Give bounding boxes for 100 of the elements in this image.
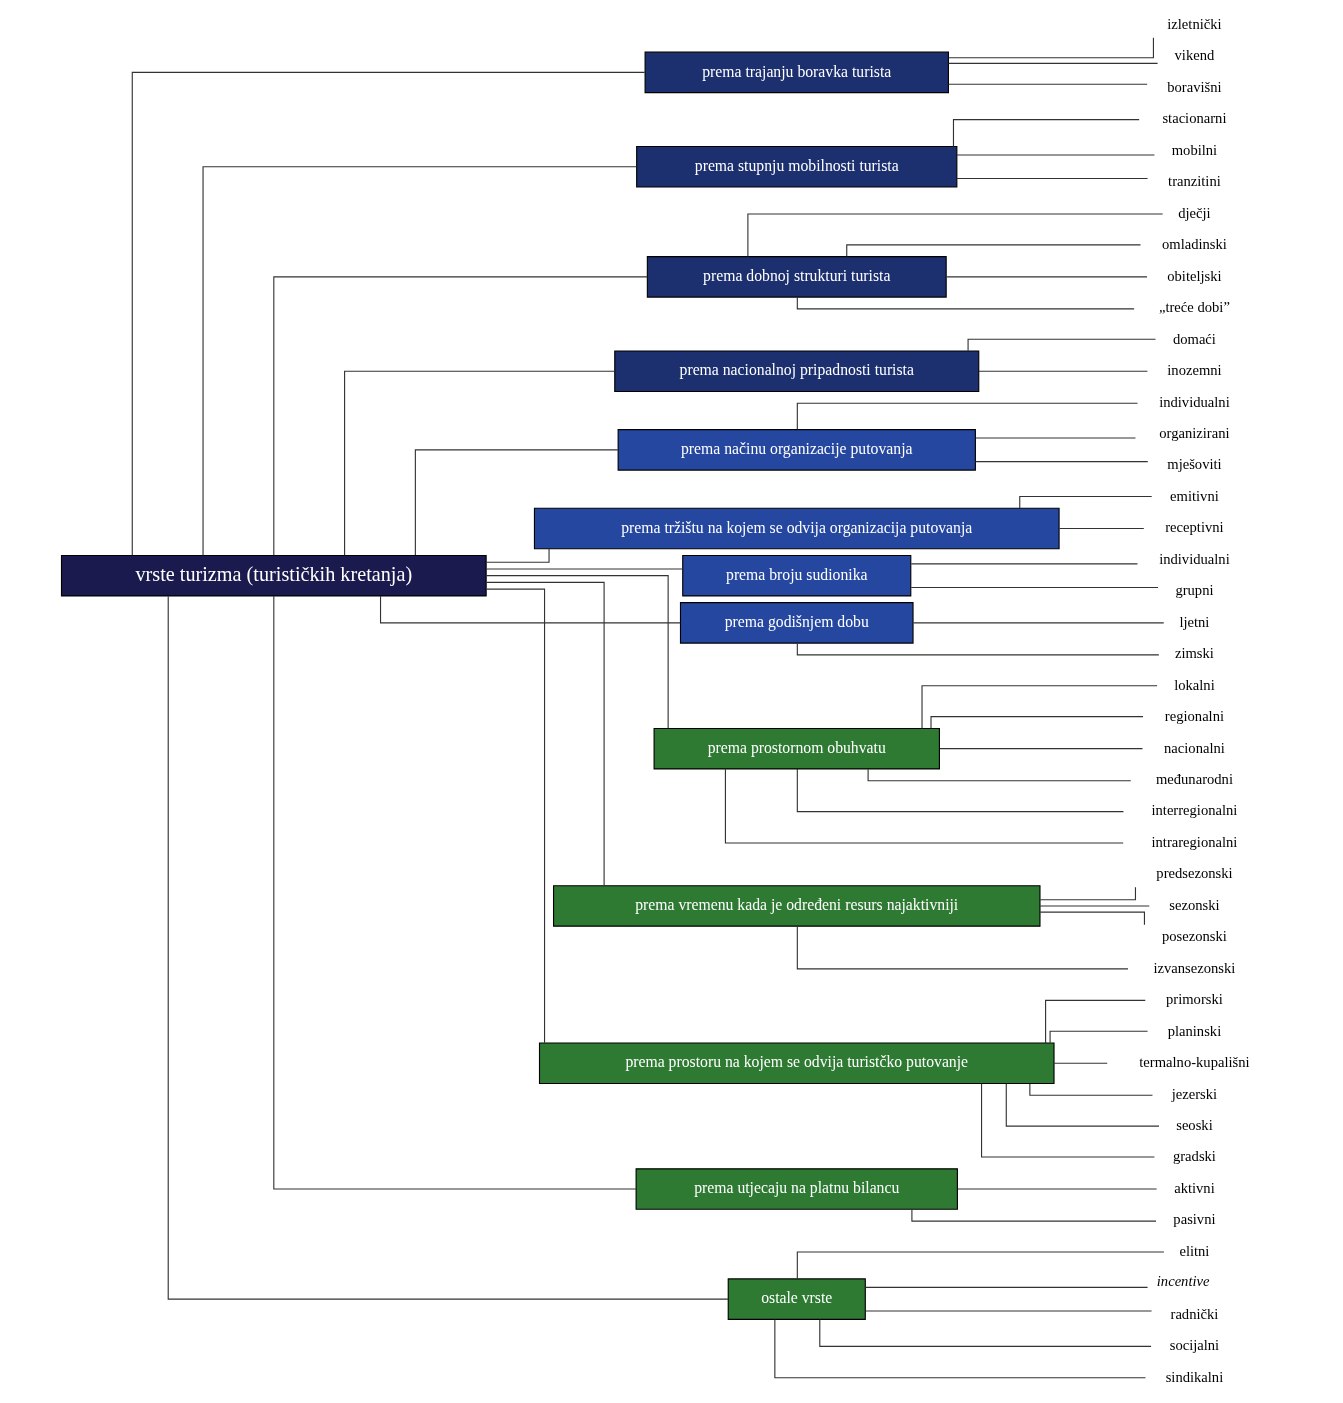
node-text: mobilni	[1171, 141, 1218, 158]
connector	[796, 296, 1135, 310]
connector	[930, 716, 1144, 729]
connector	[796, 768, 1124, 813]
connector	[957, 1188, 1158, 1190]
connector	[911, 1208, 1157, 1222]
node-text: pasivni	[1173, 1211, 1216, 1228]
connector	[846, 244, 1142, 257]
node-box: ostale vrste	[727, 1278, 866, 1320]
connector	[485, 588, 546, 1044]
node-box: prema nacionalnoj pripadnosti turista	[614, 350, 980, 392]
node-text: predsezonski	[1156, 865, 1233, 882]
node-text: grupni	[1175, 582, 1214, 599]
connector	[344, 370, 616, 556]
connector	[981, 1083, 1155, 1158]
connector	[865, 1286, 1149, 1288]
node-text: posezonski	[1162, 928, 1227, 945]
connector	[485, 575, 669, 729]
connector	[952, 119, 1140, 148]
node-box: prema stupnju mobilnosti turista	[636, 146, 958, 188]
connector	[947, 83, 1148, 85]
node-text: aktivni	[1174, 1179, 1215, 1196]
node-text: individualni	[1159, 550, 1230, 567]
node-text: međunarodni	[1155, 770, 1233, 787]
connector	[939, 748, 1144, 750]
connector	[975, 437, 1136, 439]
node-text: interregionalni	[1151, 802, 1238, 819]
connector	[975, 461, 1149, 463]
node-text: izvansezonski	[1153, 959, 1236, 976]
node-text: mješoviti	[1167, 456, 1222, 473]
node-text: inozemni	[1167, 362, 1222, 379]
node-text: individualni	[1159, 393, 1230, 410]
connector	[380, 595, 681, 624]
connector	[1049, 1030, 1149, 1044]
node-text: emitivni	[1170, 487, 1219, 504]
node-box: prema tržištu na kojem se odvija organizacija putovanja	[533, 507, 1060, 550]
connector	[912, 622, 1165, 624]
node-text: izletnički	[1167, 16, 1222, 33]
node-box: prema godišnjem dobu	[679, 602, 914, 644]
node-text: nacionalni	[1164, 739, 1225, 756]
connector	[774, 1318, 1147, 1379]
node-box: prema prostoru na kojem se odvija turistčko putovanje	[538, 1042, 1055, 1084]
node-text: socijalni	[1169, 1337, 1220, 1354]
connector	[796, 1251, 1165, 1280]
node-box: prema vremenu kada je određeni resurs najaktivniji	[553, 885, 1041, 927]
connector	[956, 178, 1149, 180]
connector	[910, 563, 1138, 565]
connector	[1019, 495, 1153, 509]
connector	[273, 276, 648, 556]
node-box: prema načinu organizacije putovanja	[617, 429, 976, 471]
connector	[485, 568, 684, 570]
node-box: prema trajanju boravka turista	[644, 51, 949, 94]
node-text: stacionarni	[1162, 110, 1227, 127]
node-text: obiteljski	[1167, 267, 1222, 284]
node-box: prema broju sudionika	[682, 554, 912, 597]
node-text: regionalni	[1164, 708, 1225, 725]
node-text: planinski	[1167, 1022, 1222, 1039]
connector	[131, 71, 646, 556]
connector	[1039, 911, 1145, 926]
connector	[1039, 886, 1136, 901]
connector	[796, 402, 1139, 430]
connector	[1039, 905, 1150, 907]
node-text: zimski	[1174, 645, 1214, 662]
node-text: receptivni	[1165, 519, 1224, 536]
connector	[978, 370, 1148, 372]
node-text: incentive	[1156, 1273, 1210, 1290]
node-text: omladinski	[1162, 236, 1227, 253]
connector	[1029, 1083, 1154, 1096]
node-text: domaći	[1172, 330, 1216, 347]
node-text: vikend	[1174, 47, 1215, 64]
node-text: „treće dobi”	[1158, 299, 1230, 316]
node-text: boravišni	[1167, 78, 1222, 95]
connector	[273, 595, 637, 1190]
connector	[167, 595, 729, 1300]
connector	[796, 642, 1160, 656]
connector	[865, 1310, 1153, 1312]
connector	[910, 586, 1159, 589]
connector	[867, 768, 1132, 782]
node-box: prema prostornom obuhvatu	[653, 727, 940, 770]
connector	[747, 213, 1164, 258]
node-text: seoski	[1176, 1116, 1213, 1133]
node-text: sezonski	[1169, 896, 1220, 913]
node-box: prema dobnoj strukturi turista	[646, 256, 947, 298]
connector	[485, 581, 605, 887]
connector	[414, 449, 619, 556]
connector	[947, 62, 1159, 64]
node-text: sindikalni	[1165, 1368, 1224, 1385]
connector	[1005, 1082, 1160, 1127]
connector	[945, 276, 1148, 278]
node-text: primorski	[1166, 991, 1223, 1008]
node-text: intraregionalni	[1151, 833, 1238, 850]
connector	[921, 685, 1158, 729]
connector	[485, 548, 550, 563]
connector	[1053, 1062, 1108, 1064]
node-box: prema utjecaju na platnu bilancu	[635, 1168, 958, 1210]
node-text: lokalni	[1174, 676, 1215, 693]
node-text: tranzitini	[1168, 173, 1221, 190]
connector	[819, 1318, 1152, 1347]
node-text: dječji	[1178, 204, 1211, 221]
connector	[948, 37, 1154, 59]
